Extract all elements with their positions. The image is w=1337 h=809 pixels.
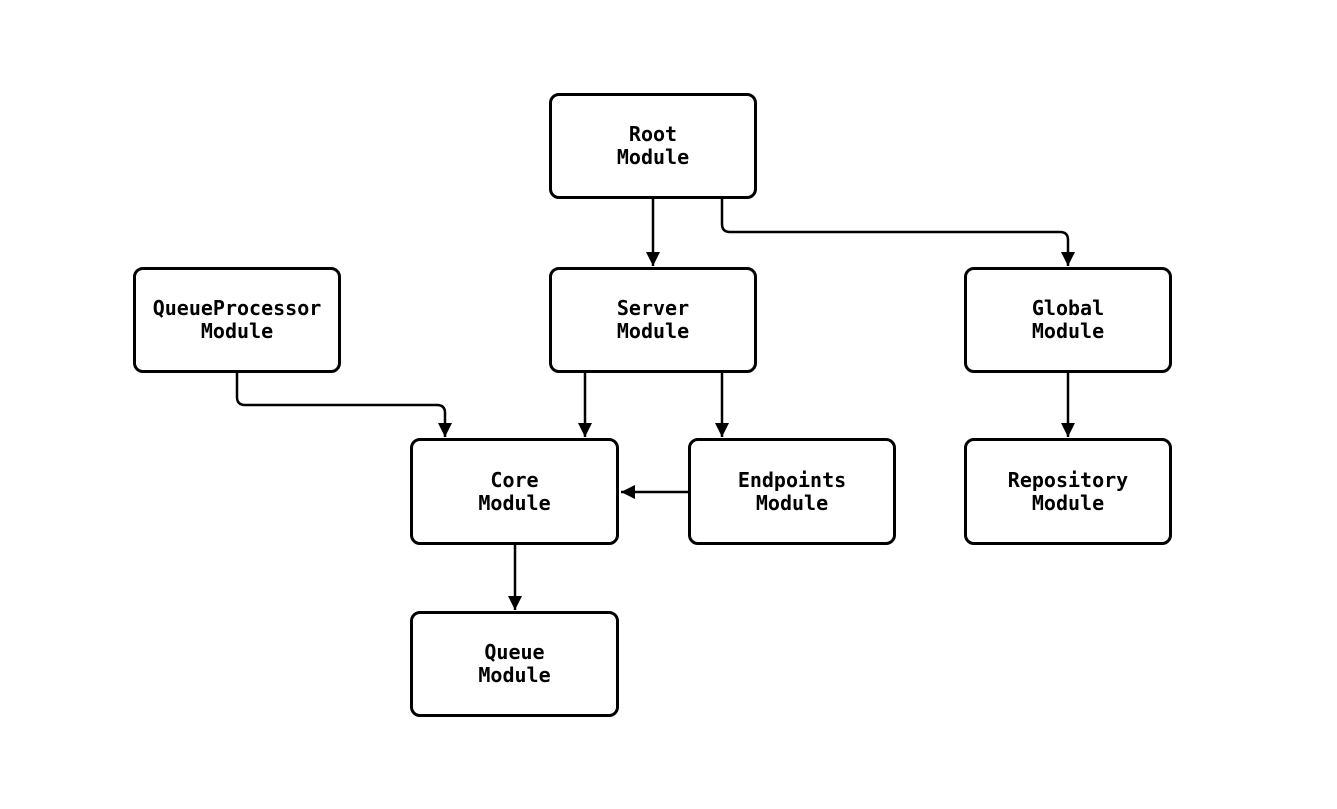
node-global-module: Global Module xyxy=(964,267,1172,373)
edge-queueprocessor-to-core xyxy=(235,373,452,437)
node-label: Module xyxy=(1031,319,1105,343)
node-queueprocessor-module: QueueProcessor Module xyxy=(133,267,341,373)
node-label: Repository xyxy=(1007,467,1129,492)
node-label: Module xyxy=(616,145,690,169)
node-label: Module xyxy=(478,663,551,687)
node-label: Queue xyxy=(484,640,545,664)
edge-root-to-global xyxy=(720,199,1075,266)
node-label: Endpoints xyxy=(737,467,847,492)
node-label: Global xyxy=(1031,296,1105,320)
node-label: Module xyxy=(755,490,829,515)
node-label: Module xyxy=(616,319,690,343)
node-label: Core xyxy=(490,467,539,492)
node-repository-module: Repository Module xyxy=(964,438,1172,545)
node-endpoints-module: Endpoints Module xyxy=(688,438,896,545)
node-server-module: Server Module xyxy=(549,267,757,373)
node-label: Root xyxy=(628,122,678,146)
node-label: Module xyxy=(1031,490,1105,515)
node-label: Server xyxy=(616,296,690,320)
node-label: Module xyxy=(200,319,274,343)
node-label: QueueProcessor xyxy=(152,296,322,320)
node-queue-module: Queue Module xyxy=(410,611,619,717)
node-root-module: Root Module xyxy=(549,93,757,199)
node-label: Module xyxy=(478,490,551,515)
node-core-module: Core Module xyxy=(410,438,619,545)
